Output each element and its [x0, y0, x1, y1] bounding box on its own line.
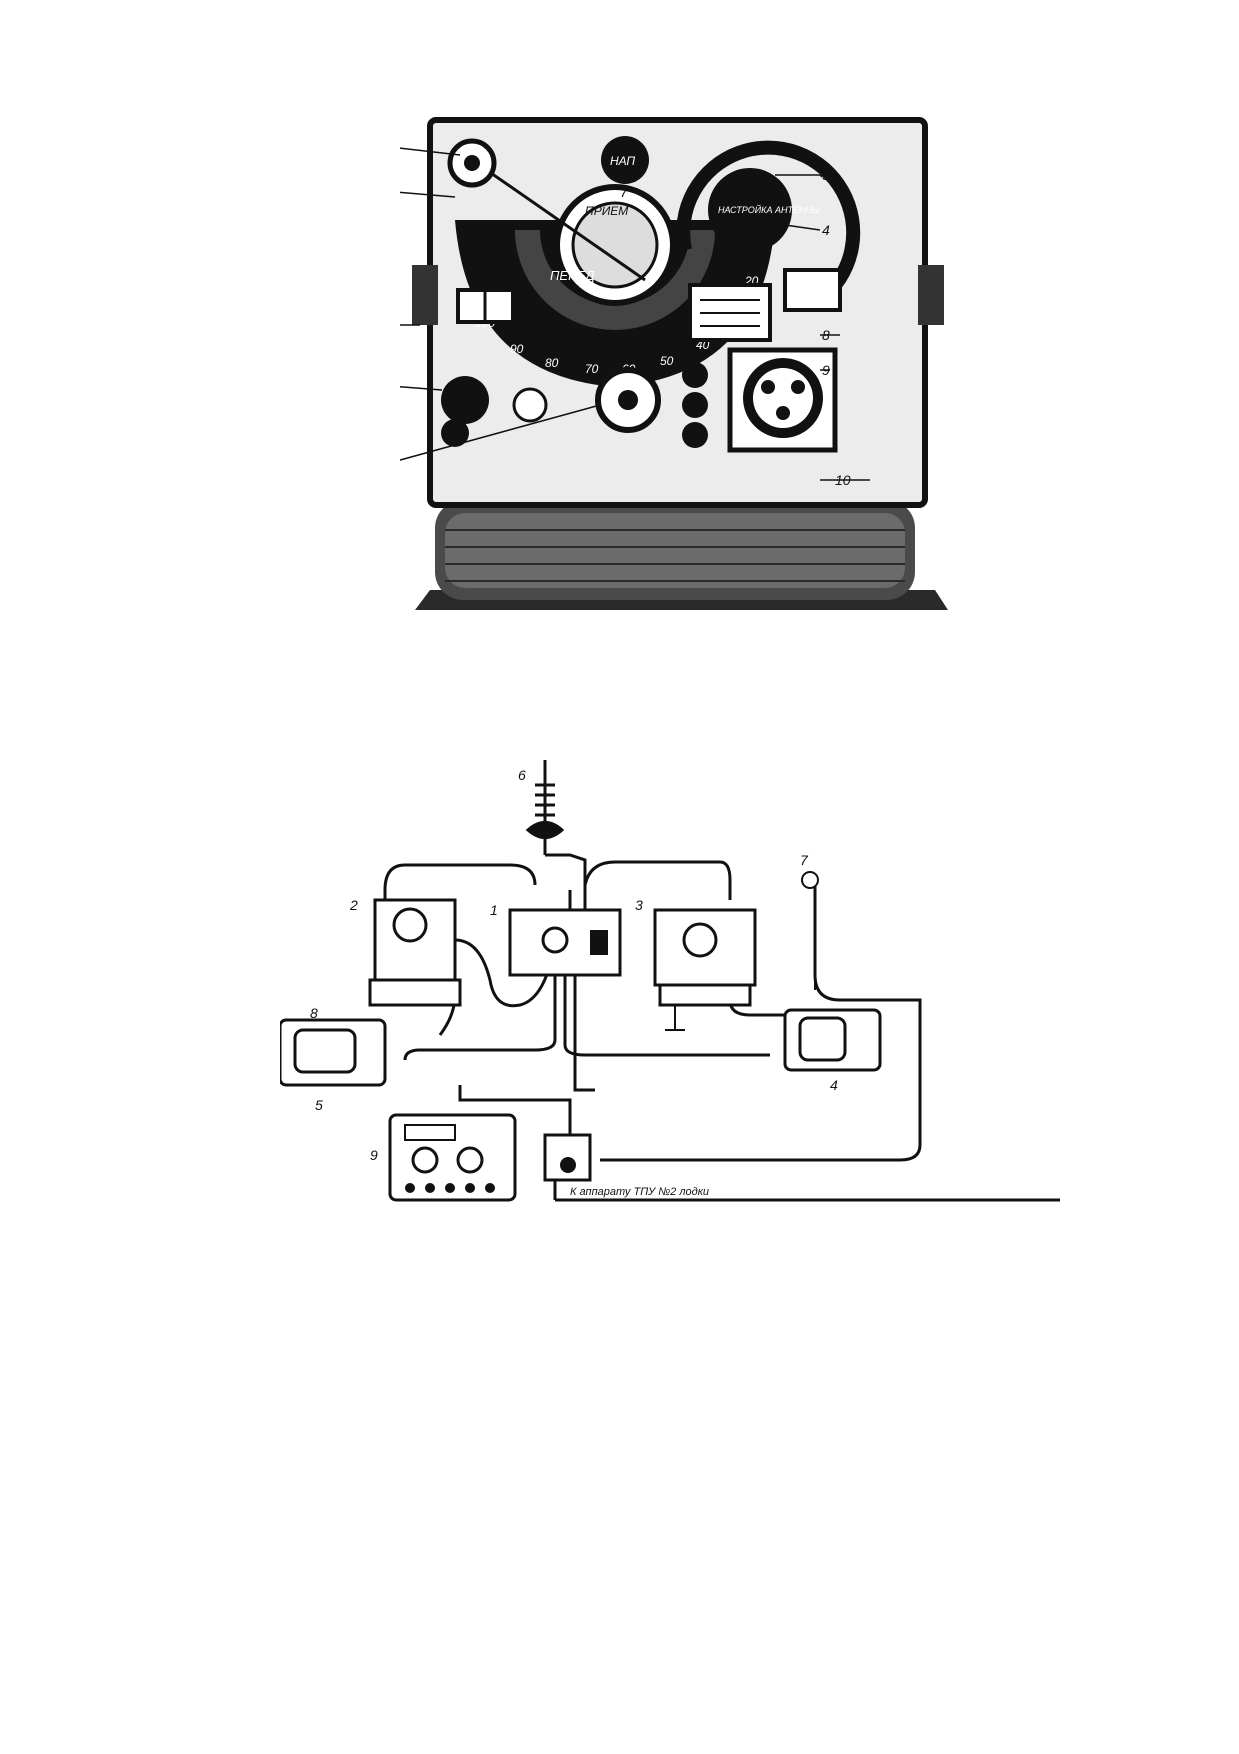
bm-sockets[interactable]	[682, 362, 708, 448]
callout-8: 8	[310, 1005, 318, 1021]
top-knob[interactable]	[601, 136, 649, 184]
callout-7: 7	[800, 852, 809, 868]
wiring-diagram-drawing: 6 2 1 3 7 8 5 4 9 К аппарату ТПУ №2 лодк…	[278, 760, 1060, 1202]
radio-panel-figure: 100 90 80 70 60 50 40 30 20 ПЕРЕД ПРИЕМ …	[357, 115, 960, 635]
receive-window-label: ПРИЕМ	[585, 204, 628, 218]
callout-5: 5	[822, 167, 830, 183]
antenna-tuning-knob[interactable]	[708, 168, 792, 252]
callout-10: 10	[835, 472, 851, 488]
callout-1: 1	[490, 902, 498, 918]
footer-text: К аппарату ТПУ №2 лодки	[570, 1186, 709, 1198]
bm-label: ВМ	[670, 337, 695, 354]
unit-7	[801, 871, 819, 889]
radio-panel-drawing: 100 90 80 70 60 50 40 30 20 ПЕРЕД ПРИЕМ …	[357, 117, 948, 610]
volume-knob[interactable]	[441, 376, 489, 424]
callout-7-center: 7	[620, 184, 629, 200]
callout-8: 8	[822, 327, 830, 343]
callout-9: 9	[370, 1147, 378, 1163]
callout-2: 2	[349, 897, 358, 913]
scale-number-90: 90	[510, 342, 524, 356]
callout-4: 4	[822, 222, 830, 238]
callout-5: 5	[315, 1097, 323, 1113]
antenna-tuning-label: НАСТРОЙКА АНТЕННЫ	[718, 204, 820, 215]
scale-number-70: 70	[585, 362, 599, 376]
callout-4: 4	[830, 1077, 838, 1093]
screw	[512, 387, 548, 423]
callout-3: 3	[635, 897, 643, 913]
band-window-label: ПЕРЕД	[550, 268, 595, 283]
scale-number-80: 80	[545, 356, 559, 370]
callout-6: 6	[518, 767, 526, 783]
callout-9: 9	[822, 362, 830, 378]
scale-number-50: 50	[660, 354, 674, 368]
top-knob-label: НАП	[610, 154, 635, 168]
wiring-diagram-figure: 6 2 1 3 7 8 5 4 9 К аппарату ТПУ №2 лодк…	[278, 760, 1060, 1320]
